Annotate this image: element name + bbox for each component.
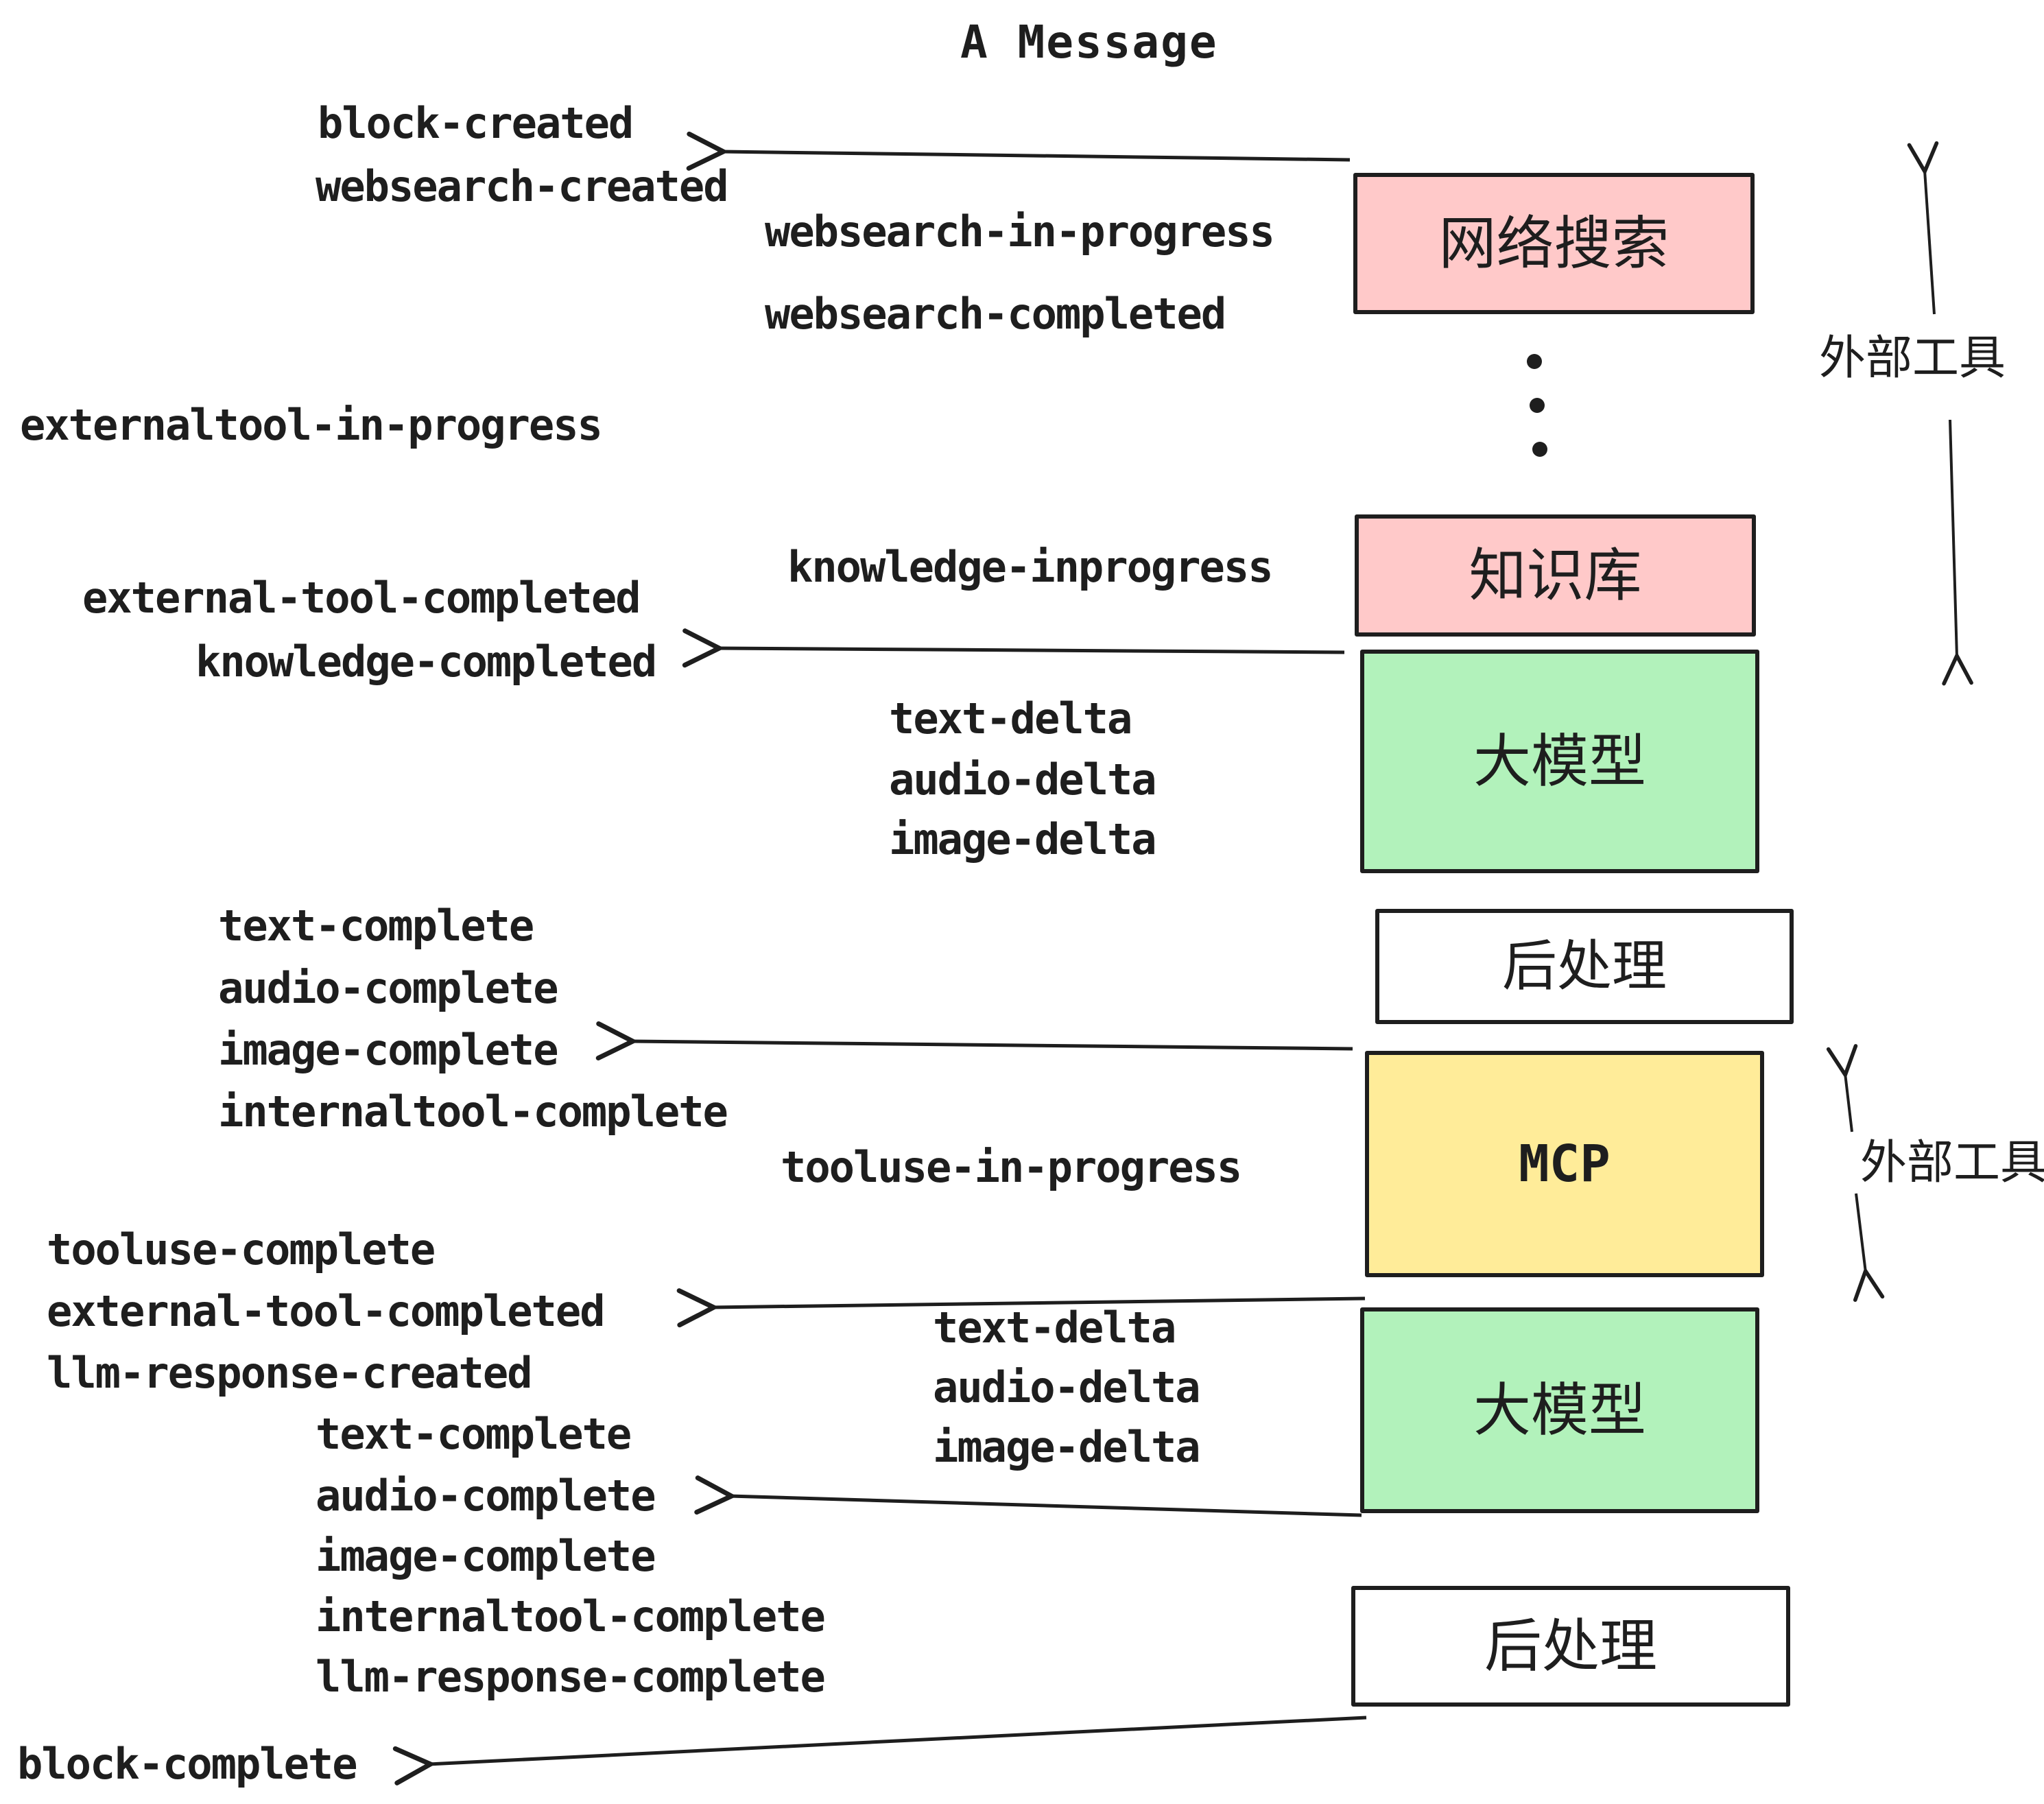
event-external-tool-completed-1: external-tool-completed xyxy=(82,573,641,623)
ellipsis-dot xyxy=(1527,354,1542,369)
arrow-knowledge-to-completed-events xyxy=(717,648,1345,652)
box-mcp: MCP xyxy=(1365,1051,1764,1277)
event-websearch-in-progress: websearch-in-progress xyxy=(765,206,1275,257)
event-audio-delta-2: audio-delta xyxy=(933,1362,1201,1412)
event-image-delta-2: image-delta xyxy=(933,1422,1201,1472)
external-tools-bottom-up-arrow xyxy=(1845,1073,1852,1132)
event-internaltool-complete-1: internaltool-complete xyxy=(218,1087,728,1137)
ellipsis-dot xyxy=(1532,442,1547,457)
arrow-llm1-to-complete-events xyxy=(631,1041,1353,1049)
arrow-llm2-to-complete-events xyxy=(730,1496,1362,1517)
event-knowledge-completed: knowledge-completed xyxy=(195,637,657,687)
external-tools-label-bottom: 外部工具 xyxy=(1860,1137,2044,1189)
box-postprocess-1: 后处理 xyxy=(1375,909,1794,1024)
event-externaltool-in-progress: externaltool-in-progress xyxy=(20,400,603,450)
event-audio-delta-1: audio-delta xyxy=(889,755,1157,805)
event-tooluse-in-progress: tooluse-in-progress xyxy=(781,1142,1242,1192)
ellipsis-dot xyxy=(1530,398,1545,413)
event-tooluse-complete: tooluse-complete xyxy=(47,1224,436,1274)
event-text-delta-1: text-delta xyxy=(889,693,1132,744)
event-knowledge-inprogress: knowledge-inprogress xyxy=(787,542,1274,592)
event-external-tool-completed-2: external-tool-completed xyxy=(47,1286,606,1336)
event-websearch-completed: websearch-completed xyxy=(765,289,1226,339)
event-websearch-created: websearch-created xyxy=(316,161,729,211)
external-tools-label-top: 外部工具 xyxy=(1819,332,2006,384)
external-tools-bottom-down-arrow xyxy=(1856,1193,1866,1272)
box-postprocess-2: 后处理 xyxy=(1351,1586,1790,1707)
event-llm-response-complete: llm-response-complete xyxy=(316,1652,826,1702)
event-text-delta-2: text-delta xyxy=(933,1303,1176,1353)
event-audio-complete-1: audio-complete xyxy=(218,963,559,1013)
event-llm-response-created: llm-response-created xyxy=(47,1348,533,1398)
arrow-websearch-to-created-events xyxy=(722,152,1351,160)
external-tools-top-down-arrow xyxy=(1950,419,1957,657)
event-text-complete-2: text-complete xyxy=(316,1409,632,1459)
event-image-complete-2: image-complete xyxy=(316,1531,656,1581)
event-image-complete-1: image-complete xyxy=(218,1025,559,1075)
box-knowledge-base: 知识库 xyxy=(1355,514,1756,637)
box-llm-2: 大模型 xyxy=(1360,1307,1759,1513)
arrow-postprocess-to-block-complete xyxy=(429,1716,1367,1764)
box-llm-1: 大模型 xyxy=(1360,650,1759,873)
event-internaltool-complete-2: internaltool-complete xyxy=(316,1591,826,1641)
event-audio-complete-2: audio-complete xyxy=(316,1471,656,1521)
event-block-created: block-created xyxy=(318,98,634,148)
event-text-complete-1: text-complete xyxy=(218,901,534,951)
diagram-title: A Message xyxy=(960,16,1218,69)
event-image-delta-1: image-delta xyxy=(889,814,1157,864)
external-tools-top-up-arrow xyxy=(1925,170,1934,315)
event-block-complete: block-complete xyxy=(17,1739,358,1789)
box-websearch: 网络搜索 xyxy=(1353,173,1755,314)
